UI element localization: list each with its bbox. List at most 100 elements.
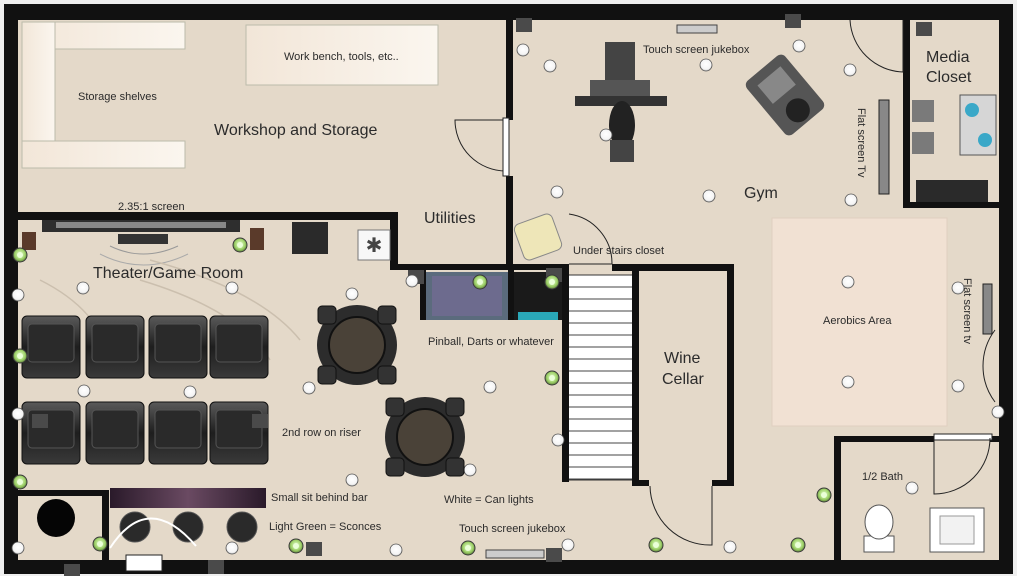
label-workshop: Workshop and Storage xyxy=(214,122,377,139)
can-light xyxy=(345,473,359,487)
label-utilities: Utilities xyxy=(424,210,476,227)
can-light xyxy=(11,288,25,302)
wall-speaker xyxy=(306,542,322,556)
can-light xyxy=(76,281,90,295)
wall-speaker xyxy=(252,414,268,428)
sconce-core xyxy=(477,279,483,285)
can-lights xyxy=(11,39,1005,557)
sconce-core xyxy=(549,375,555,381)
can-light xyxy=(483,380,497,394)
exercise-bike xyxy=(745,54,825,136)
pub-chair xyxy=(377,365,397,385)
label-gym: Gym xyxy=(744,185,778,202)
bar-swing-arc xyxy=(109,517,197,549)
can-light xyxy=(844,193,858,207)
theater-screen xyxy=(42,220,240,266)
label-wine-line1: Wine xyxy=(664,350,701,367)
can-light xyxy=(843,63,857,77)
aerobics-flat-screen xyxy=(982,283,993,335)
can-light xyxy=(389,543,403,557)
label-under-stairs: Under stairs closet xyxy=(573,245,664,257)
label-screen: 2.35:1 screen xyxy=(118,201,185,213)
seat-cushion xyxy=(27,323,75,363)
can-light xyxy=(723,540,737,554)
pub-chair xyxy=(385,457,405,477)
label-jukebox-top: Touch screen jukebox xyxy=(643,44,750,56)
can-light xyxy=(302,381,316,395)
sconce-core xyxy=(97,541,103,547)
staircase xyxy=(564,274,636,481)
wall-speaker xyxy=(208,560,224,574)
work-bench xyxy=(245,24,439,86)
can-light xyxy=(905,481,919,495)
wall-speaker xyxy=(546,548,562,562)
storage-shelves xyxy=(21,21,186,169)
can-light xyxy=(792,39,806,53)
can-light xyxy=(77,384,91,398)
label-small-sit: Small sit behind bar xyxy=(271,492,368,504)
seat-cushion xyxy=(154,323,202,363)
wall-speaker xyxy=(916,22,932,36)
label-flat-tv-aerobics: Flat screen tv xyxy=(961,278,973,345)
seat-cushion xyxy=(215,409,263,449)
gym-flat-screen xyxy=(878,99,890,195)
sconce-core xyxy=(549,279,555,285)
can-light xyxy=(951,281,965,295)
jukebox-top xyxy=(676,24,718,34)
wall-speaker xyxy=(64,564,80,576)
pub-chair xyxy=(377,305,397,325)
pub-chair xyxy=(445,457,465,477)
theater-seats xyxy=(21,315,269,465)
can-light xyxy=(345,287,359,301)
wall-speaker xyxy=(516,18,532,32)
wall-speaker xyxy=(32,414,48,428)
bath-sink xyxy=(929,507,985,553)
toilet xyxy=(863,504,895,553)
can-light xyxy=(225,541,239,555)
label-wine-line2: Cellar xyxy=(662,371,704,388)
bar-sink xyxy=(37,499,75,537)
seat-cushion xyxy=(215,323,263,363)
sconce-core xyxy=(653,542,659,548)
label-white-can: White = Can lights xyxy=(444,494,534,506)
subwoofer xyxy=(292,222,328,254)
bar-fixture xyxy=(125,554,163,572)
can-light xyxy=(699,58,713,72)
sconce-core xyxy=(237,242,243,248)
pub-chair xyxy=(445,397,465,417)
label-second-row: 2nd row on riser xyxy=(282,427,361,439)
can-light xyxy=(463,463,477,477)
snowflake-icon: ✱ xyxy=(357,229,391,261)
can-light xyxy=(543,59,557,73)
can-light xyxy=(11,541,25,555)
seat-cushion xyxy=(91,323,139,363)
sconce-core xyxy=(795,542,801,548)
pub-chair xyxy=(317,365,337,385)
label-media-line2: Closet xyxy=(926,69,972,86)
can-light xyxy=(11,407,25,421)
sconce-core xyxy=(465,545,471,551)
label-media: Media Closet xyxy=(926,49,974,86)
label-work-bench: Work bench, tools, etc.. xyxy=(284,51,399,63)
pub-chair xyxy=(317,305,337,325)
sconce-core xyxy=(293,543,299,549)
wall-speakers xyxy=(32,14,932,576)
sconce-lights xyxy=(12,237,832,556)
label-flat-tv-gym: Flat screen Tv xyxy=(855,108,867,178)
media-equipment xyxy=(912,94,997,202)
can-light xyxy=(599,128,613,142)
can-light xyxy=(183,385,197,399)
sconce-core xyxy=(17,252,23,258)
walls xyxy=(4,4,1013,574)
can-light xyxy=(841,275,855,289)
side-cabinet-right xyxy=(250,228,264,250)
pub-table-bottom xyxy=(385,397,465,477)
can-light xyxy=(550,185,564,199)
can-light xyxy=(405,274,419,288)
svg-text:✱: ✱ xyxy=(366,233,383,257)
can-light xyxy=(991,405,1005,419)
pub-chair xyxy=(385,397,405,417)
pub-chairs xyxy=(317,305,465,477)
label-storage-shelves: Storage shelves xyxy=(78,91,157,103)
